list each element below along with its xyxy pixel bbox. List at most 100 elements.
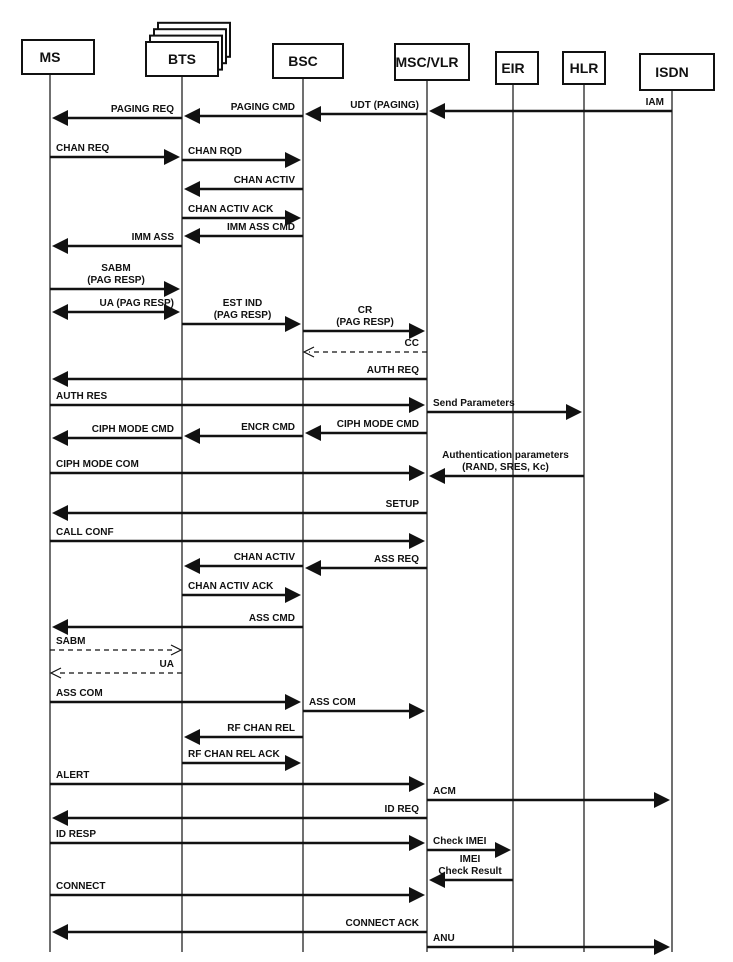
message-arrow: AUTH REQ bbox=[52, 365, 427, 387]
message-label: SETUP bbox=[386, 499, 420, 510]
message-arrow: CALL CONF bbox=[50, 527, 425, 549]
message-arrow: CIPH MODE CMD bbox=[52, 424, 182, 446]
message-arrow: CIPH MODE CMD bbox=[305, 419, 427, 441]
entity-box bbox=[21, 39, 95, 75]
message-label-line: ID RESP bbox=[56, 829, 96, 840]
arrow-head bbox=[52, 810, 68, 826]
message-label-line: ASS COM bbox=[309, 697, 356, 708]
message-label: UA (PAG RESP) bbox=[100, 298, 174, 309]
entity-ms: MS bbox=[21, 39, 95, 75]
arrow-head bbox=[409, 703, 425, 719]
entity-label: BTS bbox=[168, 51, 196, 67]
arrow-head bbox=[184, 729, 200, 745]
arrow-head bbox=[164, 281, 180, 297]
entity-box bbox=[495, 51, 539, 85]
entity-label: ISDN bbox=[655, 64, 688, 80]
message-label: CALL CONF bbox=[56, 527, 114, 538]
arrow-head bbox=[52, 619, 68, 635]
message-label-line: PAGING CMD bbox=[231, 102, 295, 113]
message-label-line: ID REQ bbox=[385, 804, 420, 815]
message-label-line: CHAN ACTIV bbox=[234, 175, 296, 186]
message-label: ENCR CMD bbox=[241, 422, 295, 433]
message-arrow: PAGING REQ bbox=[52, 104, 182, 126]
message-arrow: IMM ASS bbox=[52, 232, 182, 254]
arrow-head bbox=[52, 505, 68, 521]
message-label: UDT (PAGING) bbox=[350, 100, 419, 111]
message-label-line: (PAG RESP) bbox=[336, 317, 394, 328]
arrow-head bbox=[52, 304, 68, 320]
message-label-line: CHAN REQ bbox=[56, 143, 110, 154]
message-arrow: ALERT bbox=[50, 770, 425, 792]
message-label: CHAN REQ bbox=[56, 143, 110, 154]
message-label: ALERT bbox=[56, 770, 89, 781]
message-label-line: UA bbox=[160, 659, 174, 670]
arrow-head bbox=[164, 304, 180, 320]
message-arrow: ACM bbox=[427, 786, 670, 808]
arrow-head bbox=[429, 468, 445, 484]
message-label-line: EST IND bbox=[223, 298, 262, 309]
entity-eir: EIR bbox=[495, 51, 539, 85]
arrow-head bbox=[409, 465, 425, 481]
entity-hlr: HLR bbox=[562, 51, 606, 85]
arrow-head bbox=[52, 238, 68, 254]
message-arrow: CHAN ACTIV bbox=[184, 175, 303, 197]
message-label-line: CC bbox=[405, 338, 419, 349]
arrow-head bbox=[52, 371, 68, 387]
message-label-line: (RAND, SRES, Kc) bbox=[462, 462, 549, 473]
message-arrow: ASS REQ bbox=[305, 554, 427, 576]
message-label-line: (PAG RESP) bbox=[214, 310, 272, 321]
entity-label: BSC bbox=[288, 53, 318, 69]
arrow-head bbox=[52, 430, 68, 446]
arrow-head bbox=[285, 755, 301, 771]
message-arrow: CHAN RQD bbox=[182, 146, 301, 168]
message-arrow: EST IND(PAG RESP) bbox=[182, 298, 301, 332]
arrow-head bbox=[184, 181, 200, 197]
message-arrow: SABM(PAG RESP) bbox=[50, 263, 180, 297]
message-label-line: IMEI bbox=[460, 854, 481, 865]
message-arrow: UA (PAG RESP) bbox=[52, 298, 180, 320]
message-label: CHAN ACTIV ACK bbox=[188, 581, 274, 592]
entity-bts: BTS bbox=[145, 21, 231, 77]
message-label: IAM bbox=[646, 97, 664, 108]
arrow-head bbox=[566, 404, 582, 420]
entity-isdn: ISDN bbox=[639, 53, 715, 91]
message-arrow: AUTH RES bbox=[50, 391, 425, 413]
lifelines bbox=[49, 74, 673, 952]
message-arrow: CIPH MODE COM bbox=[50, 459, 425, 481]
arrow-head bbox=[170, 644, 183, 656]
message-arrow: ASS COM bbox=[303, 697, 425, 719]
arrow-head bbox=[52, 110, 68, 126]
message-label: EST IND(PAG RESP) bbox=[214, 298, 272, 321]
message-arrow: ID RESP bbox=[50, 829, 425, 851]
message-label-line: IMM ASS bbox=[132, 232, 175, 243]
message-label: AUTH REQ bbox=[367, 365, 419, 376]
entity-box bbox=[145, 41, 219, 77]
message-label-line: IMM ASS CMD bbox=[227, 222, 295, 233]
message-label: ID REQ bbox=[385, 804, 420, 815]
message-label-line: ALERT bbox=[56, 770, 89, 781]
message-label: CONNECT ACK bbox=[345, 918, 419, 929]
message-arrow: RF CHAN REL ACK bbox=[182, 749, 301, 771]
message-label-line: (PAG RESP) bbox=[87, 275, 145, 286]
message-label-line: CHAN RQD bbox=[188, 146, 242, 157]
arrow-head bbox=[409, 835, 425, 851]
message-arrow: SETUP bbox=[52, 499, 427, 521]
message-arrow: ASS CMD bbox=[52, 613, 303, 635]
message-label: CONNECT bbox=[56, 881, 105, 892]
message-arrow: UDT (PAGING) bbox=[305, 100, 427, 122]
message-label: CHAN ACTIV ACK bbox=[188, 204, 274, 215]
message-label: CIPH MODE CMD bbox=[92, 424, 174, 435]
message-label-line: UDT (PAGING) bbox=[350, 100, 419, 111]
message-label-line: SABM bbox=[56, 636, 85, 647]
message-label-line: IAM bbox=[646, 97, 664, 108]
arrow-head bbox=[184, 558, 200, 574]
message-arrow: SABM bbox=[50, 636, 183, 656]
entity-label: HLR bbox=[570, 60, 599, 76]
arrow-head bbox=[285, 210, 301, 226]
message-arrow: CHAN ACTIV ACK bbox=[182, 204, 301, 226]
arrow-head bbox=[184, 108, 200, 124]
message-label-line: AUTH RES bbox=[56, 391, 107, 402]
message-label-line: RF CHAN REL ACK bbox=[188, 749, 280, 760]
